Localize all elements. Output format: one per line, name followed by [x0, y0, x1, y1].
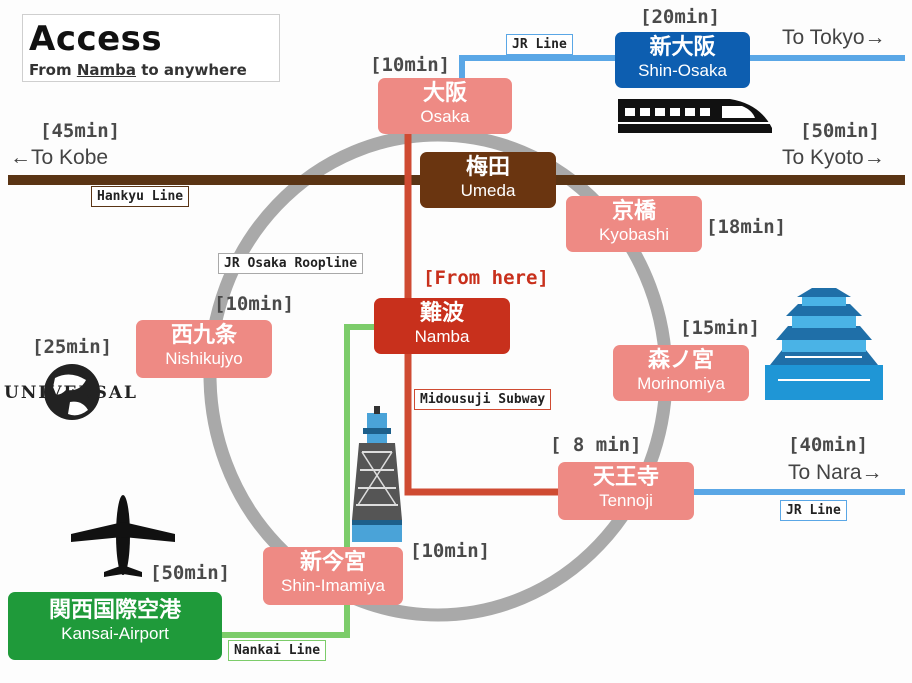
station-morinomiya[interactable]: 森ノ宮 Morinomiya [613, 345, 749, 401]
shin-imamiya-time: [10min] [410, 540, 491, 562]
osaka-castle-icon [765, 288, 883, 400]
kyobashi-en: Kyobashi [599, 225, 669, 244]
dest-kobe: ←To Kobe [10, 146, 109, 169]
jr-line-nara-label: JR Line [780, 500, 847, 521]
shin-osaka-time: [20min] [640, 6, 721, 28]
subtitle-prefix: From [29, 61, 77, 79]
subtitle-namba: Namba [76, 61, 137, 79]
nishikujyo-jp: 西九条 [170, 323, 237, 348]
airplane-icon [71, 495, 175, 577]
umeda-en: Umeda [460, 181, 516, 200]
nishikujyo-time: [10min] [214, 293, 295, 315]
kansai-airport-time: [50min] [150, 562, 231, 584]
subtitle-suffix: to anywhere [136, 61, 247, 79]
hankyu-line-label: Hankyu Line [91, 186, 190, 207]
station-shin-osaka[interactable]: 新大阪 Shin-Osaka [615, 32, 750, 88]
title-box: Access From Namba to anywhere [22, 14, 280, 82]
shin-osaka-en: Shin-Osaka [638, 61, 727, 80]
tennoji-time: [ 8 min] [550, 434, 642, 456]
umeda-jp: 梅田 [465, 155, 510, 180]
morinomiya-jp: 森ノ宮 [647, 348, 714, 373]
morinomiya-en: Morinomiya [637, 374, 725, 393]
midousuji-label: Midousuji Subway [414, 389, 552, 410]
jr-line-top-label: JR Line [506, 34, 573, 55]
kansai-airport-en: Kansai-Airport [61, 624, 169, 643]
shinkansen-icon [618, 99, 772, 133]
kyobashi-jp: 京橋 [611, 199, 656, 224]
namba-jp: 難波 [419, 301, 464, 326]
dest-kyoto: To Kyoto→ [782, 146, 885, 169]
station-shin-imamiya[interactable]: 新今宮 Shin-Imamiya [263, 547, 403, 605]
page-title: Access [29, 19, 163, 59]
nishikujyo-en: Nishikujyo [165, 349, 243, 368]
station-kyobashi[interactable]: 京橋 Kyobashi [566, 196, 702, 252]
tennoji-en: Tennoji [599, 491, 653, 510]
namba-from-here: [From here] [423, 267, 549, 289]
tennoji-jp: 天王寺 [592, 465, 659, 490]
kyoto-time: [50min] [800, 120, 881, 142]
shin-osaka-jp: 新大阪 [649, 35, 716, 60]
tsutenkaku-tower-icon [352, 406, 402, 542]
kansai-airport-jp: 関西国際空港 [48, 598, 181, 623]
morinomiya-time: [15min] [680, 317, 761, 339]
nankai-line-label: Nankai Line [228, 640, 327, 661]
station-umeda[interactable]: 梅田 Umeda [420, 152, 556, 208]
shin-imamiya-jp: 新今宮 [299, 550, 366, 575]
universal-logo: UNIVERSAL [4, 383, 139, 403]
station-kansai-airport[interactable]: 関西国際空港 Kansai-Airport [8, 592, 222, 660]
nara-time: [40min] [788, 434, 869, 456]
osaka-en: Osaka [420, 107, 470, 126]
kobe-time: [45min] [40, 120, 121, 142]
osaka-jp: 大阪 [422, 81, 467, 106]
station-namba[interactable]: 難波 Namba [374, 298, 510, 354]
globe-icon [44, 364, 100, 420]
namba-en: Namba [414, 327, 470, 346]
station-osaka[interactable]: 大阪 Osaka [378, 78, 512, 134]
usj-time: [25min] [32, 336, 113, 358]
jr-loop-label: JR Osaka Roopline [218, 253, 364, 274]
osaka-time: [10min] [370, 54, 451, 76]
nankai-line [220, 324, 390, 638]
shin-imamiya-en: Shin-Imamiya [281, 576, 385, 595]
dest-tokyo: To Tokyo→ [782, 26, 886, 49]
station-nishikujyo[interactable]: 西九条 Nishikujyo [136, 320, 272, 378]
midousuji-subway-line [404, 110, 570, 496]
page-subtitle: From Namba to anywhere [29, 61, 247, 79]
kyobashi-time: [18min] [706, 216, 787, 238]
dest-nara: To Nara→ [788, 461, 883, 484]
station-tennoji[interactable]: 天王寺 Tennoji [558, 462, 694, 520]
